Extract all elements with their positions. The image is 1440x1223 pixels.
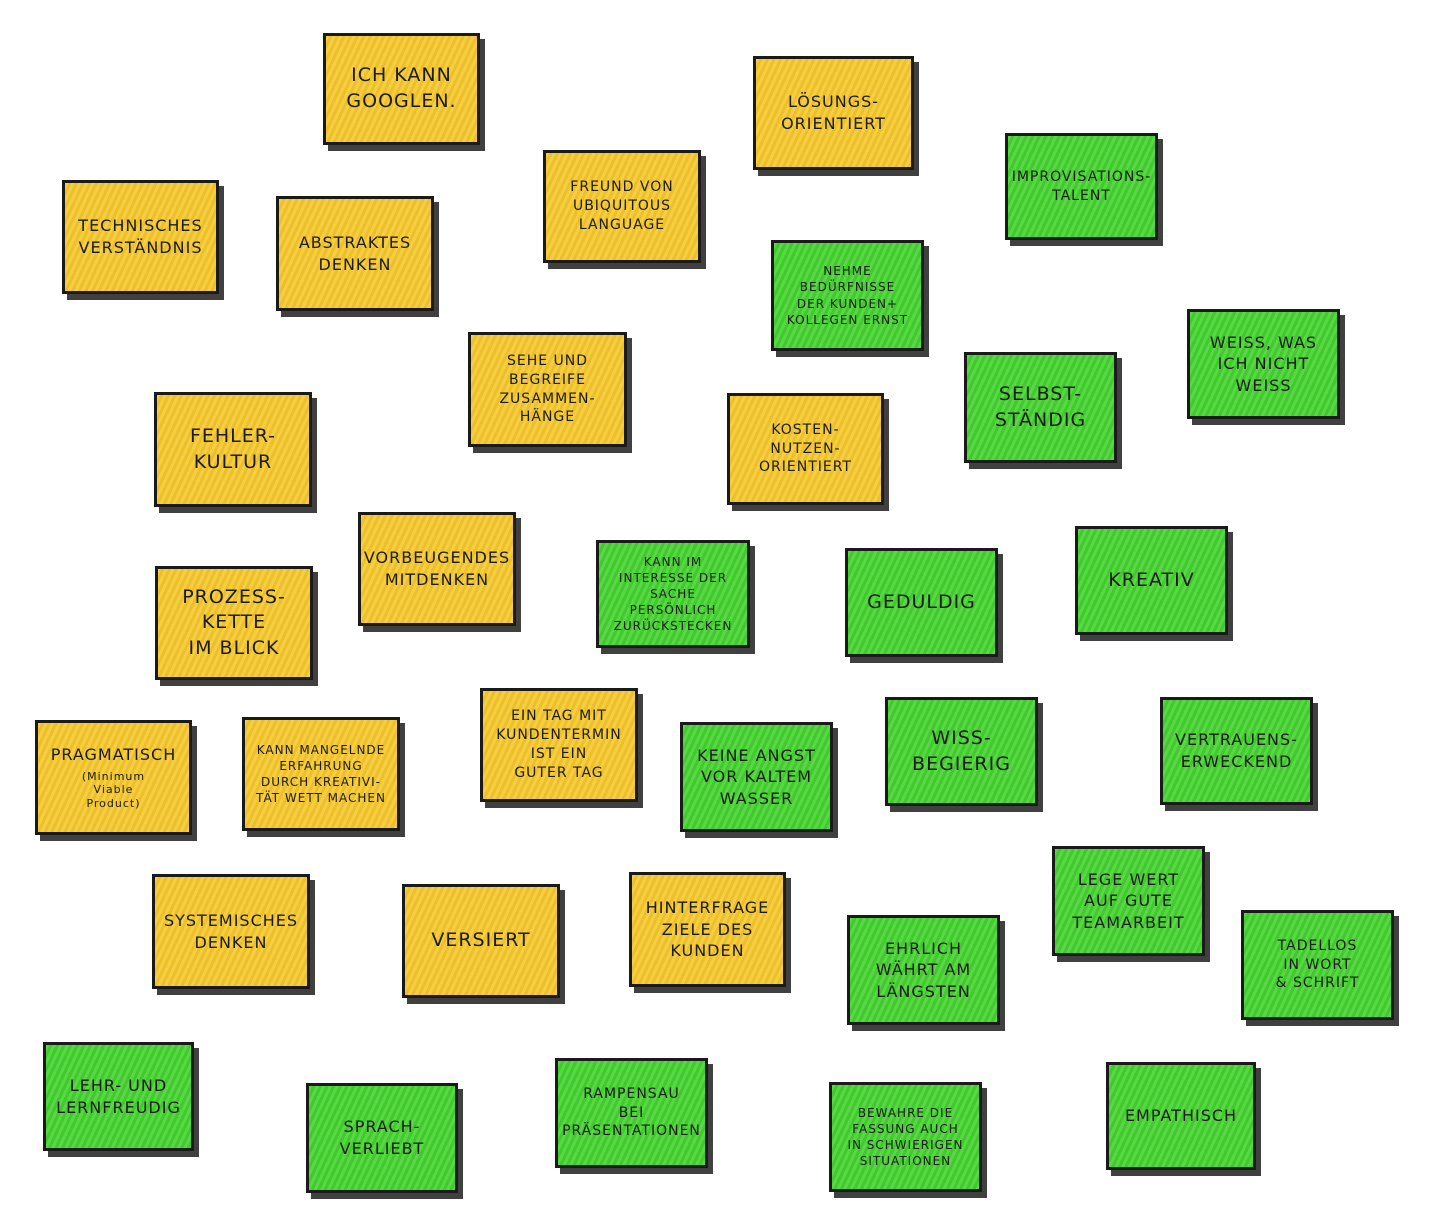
note-rampensau: Rampensau bei Präsentationen — [555, 1058, 708, 1168]
note-tadellos: Tadellos in Wort & Schrift — [1241, 910, 1394, 1020]
note-fehlerkultur: Fehler- kultur — [154, 392, 312, 507]
note-ehrlich: Ehrlich währt am längsten — [847, 915, 1000, 1025]
note-kundentermin: Ein Tag mit Kundentermin ist ein guter T… — [480, 688, 638, 802]
note-teamarbeit: Lege Wert auf gute Teamarbeit — [1052, 846, 1205, 956]
note-kreativ: Kreativ — [1075, 526, 1228, 635]
note-vorbeugendes-mitdenken: Vorbeugendes Mitdenken — [358, 512, 516, 626]
note-prozesskette: Prozess- kette im Blick — [155, 566, 313, 680]
note-kosten-nutzen: Kosten- Nutzen- orientiert — [727, 393, 884, 505]
note-pragmatisch-subtitle: (Minimum Viable Product) — [81, 769, 146, 811]
note-sprachverliebt: Sprach- verliebt — [306, 1083, 458, 1193]
note-pragmatisch-content: Pragmatisch (Minimum Viable Product) — [51, 722, 177, 832]
note-empathisch: Empathisch — [1106, 1062, 1256, 1170]
note-ich-kann-googlen: Ich kann googlen. — [323, 33, 480, 145]
note-beduerfnisse-ernst: Nehme Bedürfnisse der Kunden+ Kollegen e… — [771, 240, 924, 351]
note-lehr-lernfreudig: Lehr- und lernfreudig — [43, 1042, 194, 1151]
note-vertrauenserweckend: Vertrauens- erweckend — [1160, 697, 1313, 805]
note-bewahre-fassung: Bewahre die Fassung auch in schwierigen … — [829, 1082, 982, 1192]
note-pragmatisch-title: Pragmatisch — [50, 745, 177, 765]
note-improvisationstalent: Improvisations- talent — [1005, 133, 1158, 240]
note-ubiquitous-language: Freund von Ubiquitous Language — [543, 150, 701, 263]
note-systemisches-denken: Systemisches Denken — [152, 874, 310, 989]
note-weiss-was-ich-nicht-weiss: Weiß, was ich nicht weiß — [1187, 309, 1340, 419]
note-geduldig: Geduldig — [845, 548, 998, 657]
note-keine-angst: Keine Angst vor kaltem Wasser — [680, 722, 833, 832]
note-wissbegierig: Wiss- begierig — [885, 697, 1038, 806]
note-pragmatisch: Pragmatisch (Minimum Viable Product) — [35, 720, 192, 835]
note-hinterfrage-ziele: Hinterfrage Ziele des Kunden — [629, 872, 786, 987]
note-selbststaendig: Selbst- ständig — [964, 352, 1117, 463]
note-versiert: Versiert — [402, 884, 560, 998]
note-persoenlich-zurueckstecken: Kann im Interesse der Sache persönlich z… — [596, 540, 750, 648]
note-sehe-zusammenhaenge: Sehe und begreife Zusammen- hänge — [468, 332, 627, 447]
note-technisches-verstaendnis: Technisches Verständnis — [62, 180, 219, 294]
note-loesungsorientiert: Lösungs- orientiert — [753, 56, 914, 170]
note-mangelnde-erfahrung: Kann mangelnde Erfahrung durch Kreativi-… — [242, 717, 400, 831]
note-abstraktes-denken: Abstraktes Denken — [276, 196, 434, 311]
